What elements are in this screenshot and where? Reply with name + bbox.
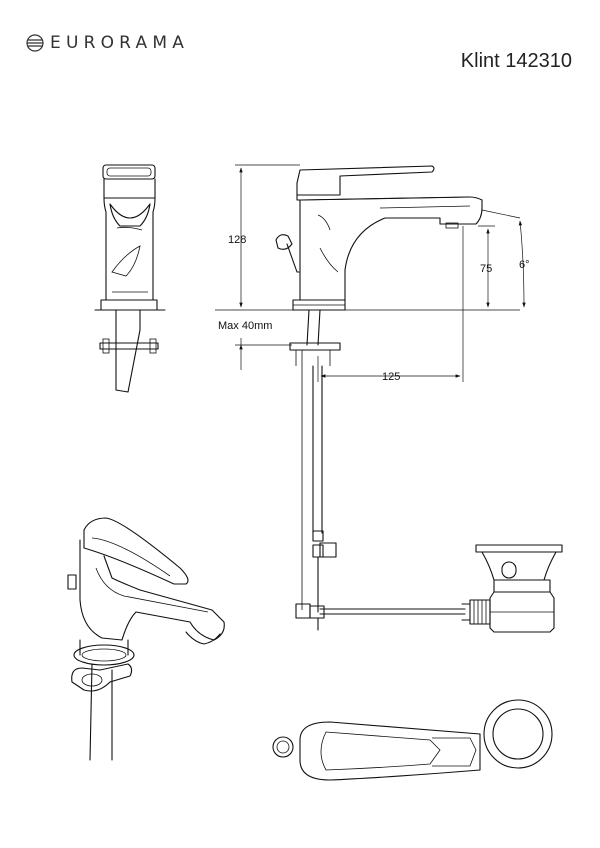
model-title: Klint 142310 (460, 50, 572, 72)
dim-max-deck-label: Max 40mm (218, 320, 272, 332)
dim-angle-label: 6° (519, 259, 530, 271)
top-view (272, 699, 553, 781)
front-view (94, 164, 166, 393)
dimension-lines (235, 164, 526, 382)
brand-name: EURORAMA (50, 33, 190, 53)
side-view (215, 165, 520, 631)
dim-spout-height-label: 75 (480, 263, 492, 275)
dim-height-label: 128 (228, 234, 246, 246)
globe-logo-icon (26, 34, 44, 52)
pop-up-waste (461, 544, 563, 633)
dim-reach-label: 125 (382, 371, 400, 383)
brand-logo: EURORAMA (26, 30, 189, 56)
perspective-view (67, 517, 225, 761)
